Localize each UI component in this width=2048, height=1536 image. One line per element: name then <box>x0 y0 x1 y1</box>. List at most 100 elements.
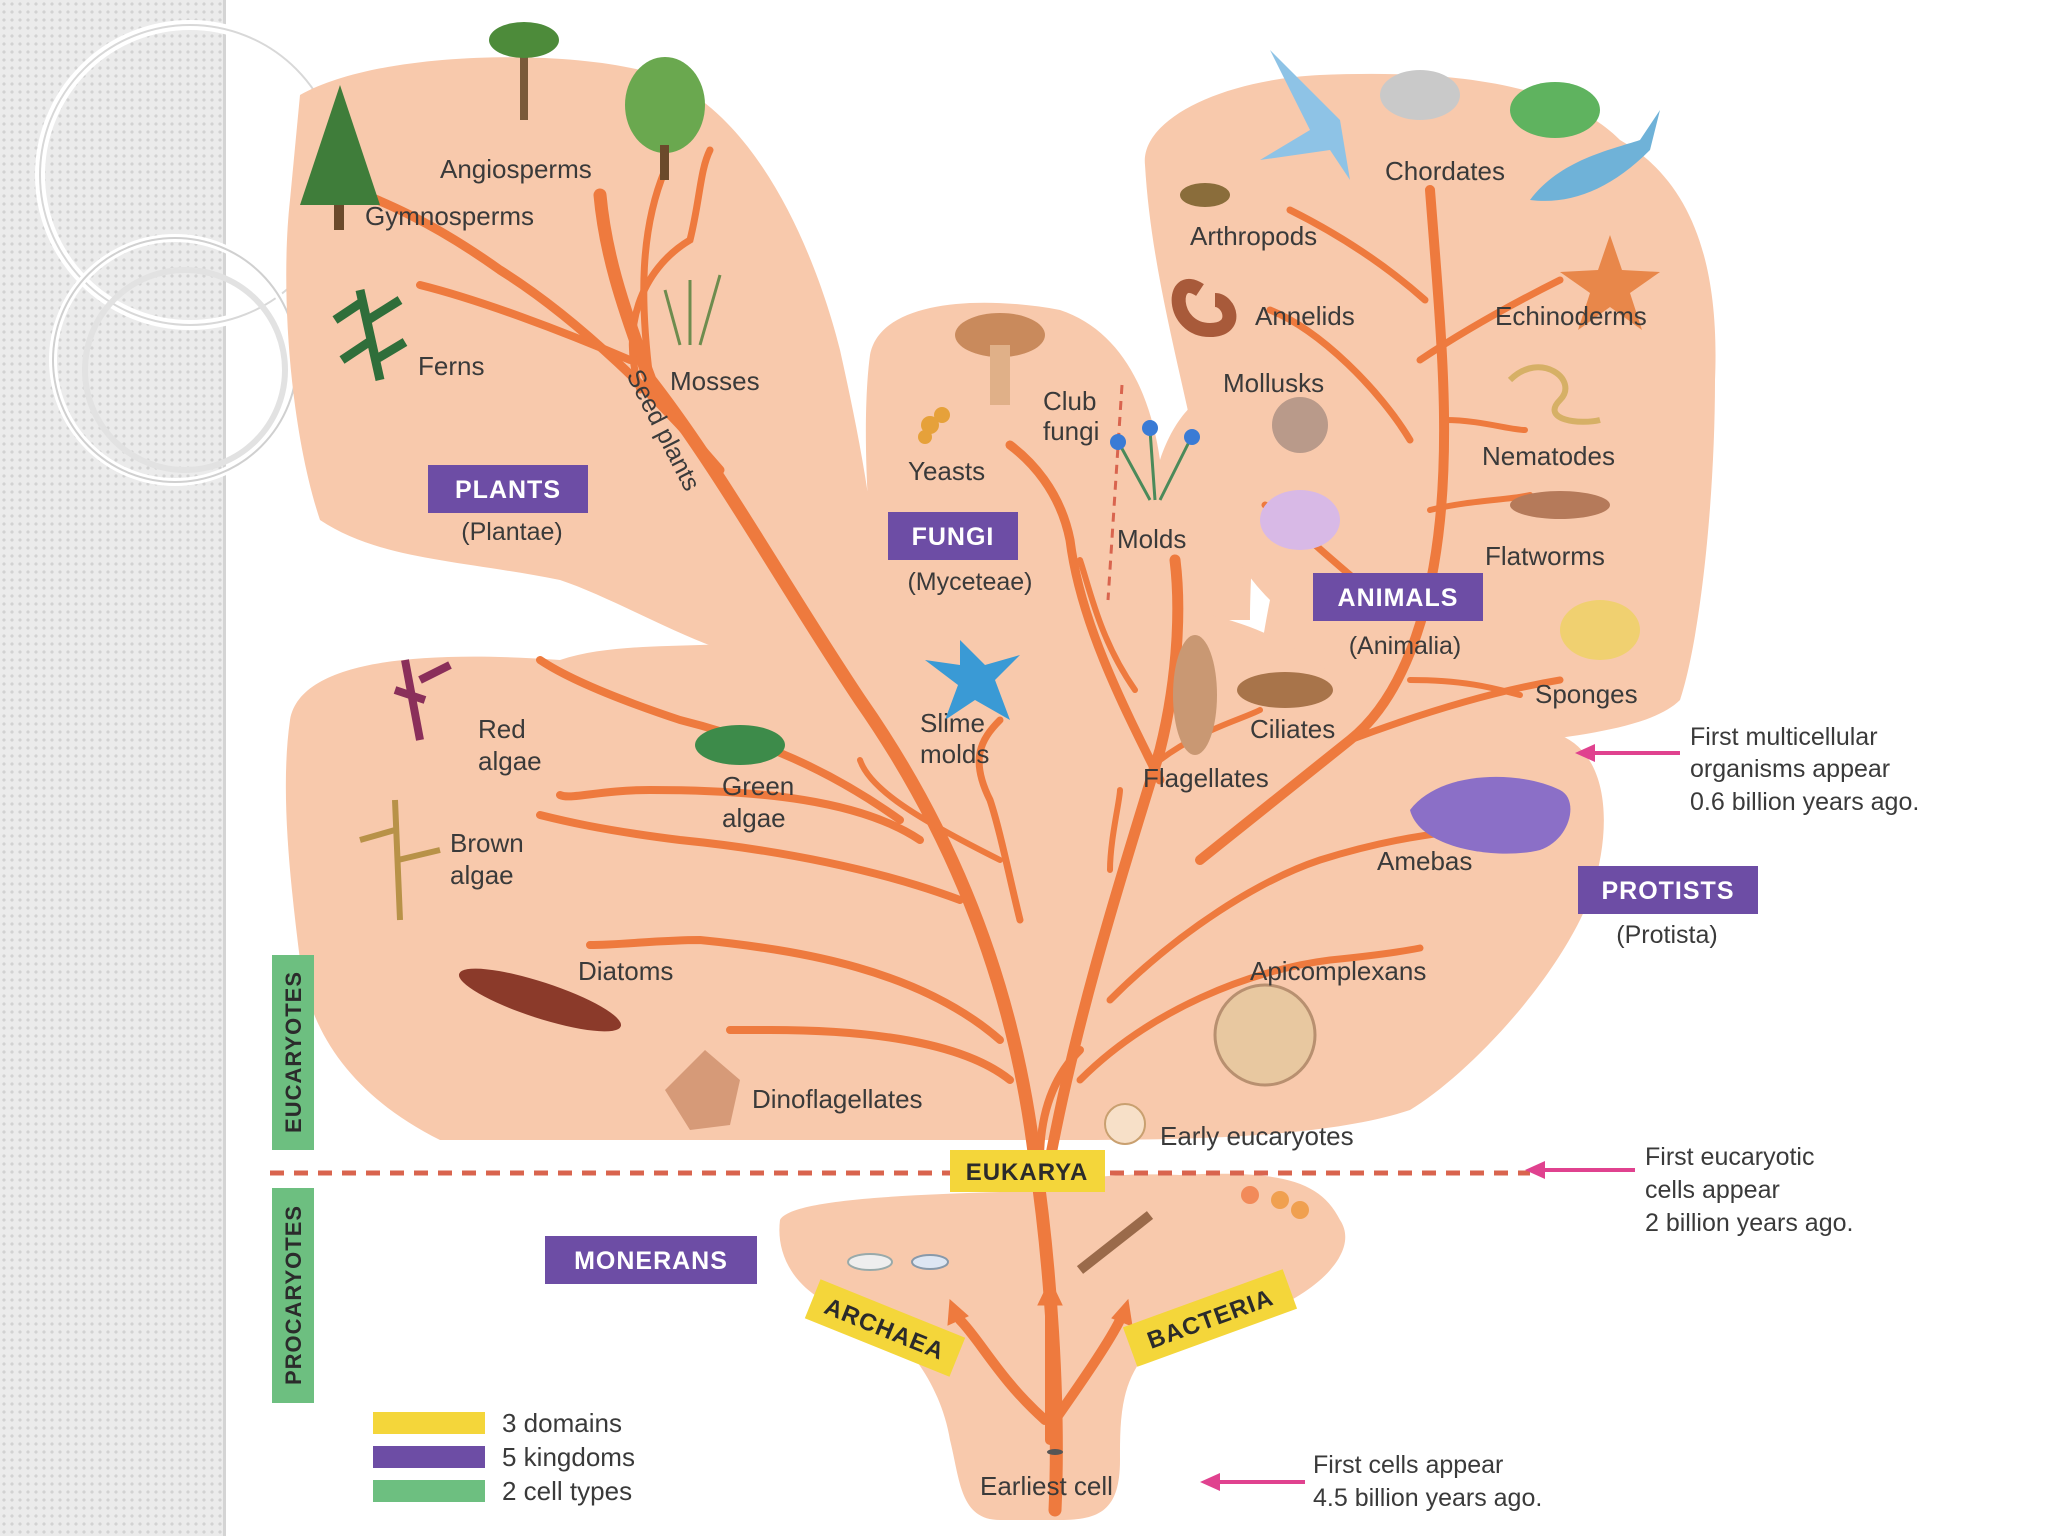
palm-tree-icon <box>489 22 559 120</box>
legend-domains-label: 3 domains <box>502 1408 622 1438</box>
gymnosperm-tree-icon <box>300 85 380 230</box>
plants-kingdom-latin: (Plantae) <box>461 518 562 546</box>
flatworm-icon <box>1510 491 1610 519</box>
eucaryotes-bar <box>272 955 314 1150</box>
green-algae-label-line1: Green <box>722 771 794 801</box>
eucaryotic-note-line2: cells appear <box>1645 1176 1780 1204</box>
ameba-icon <box>1410 776 1571 854</box>
animals-kingdom-box <box>1313 573 1483 621</box>
fungi-kingdom-name: FUNGI <box>912 523 995 551</box>
snail-icon <box>1272 397 1328 453</box>
nematode-icon <box>1507 364 1601 425</box>
eukarya-domain-box <box>950 1150 1105 1192</box>
diatom-icon <box>458 968 622 1032</box>
bird-icon <box>1260 50 1350 180</box>
kingdom-badges: PLANTS (Plantae) FUNGI (Myceteae) ANIMAL… <box>428 465 1758 1284</box>
angiosperm-tree-icon <box>625 57 705 180</box>
sponge-icon <box>1560 600 1640 660</box>
animals-kingdom-name: ANIMALS <box>1338 584 1459 612</box>
fungi-kingdom-latin: (Myceteae) <box>907 568 1032 596</box>
frog-icon <box>1510 82 1600 138</box>
protists-kingdom-latin: (Protista) <box>1616 921 1717 949</box>
legend: 3 domains 5 kingdoms 2 cell types <box>373 1408 635 1506</box>
dinoflagellates-label: Dinoflagellates <box>752 1084 923 1114</box>
mouse-icon <box>1380 70 1460 120</box>
monerans-kingdom-box <box>545 1236 757 1284</box>
archaea-cells-icon <box>847 1253 949 1271</box>
timeline-notes: First multicellular organisms appear 0.6… <box>1200 723 1919 1512</box>
multicellular-arrow-head <box>1575 744 1595 762</box>
animals-kingdom-latin: (Animalia) <box>1349 632 1462 660</box>
angiosperms-label: Angiosperms <box>440 154 592 184</box>
ferns-label: Ferns <box>418 351 484 381</box>
chordates-label: Chordates <box>1385 156 1505 186</box>
eucaryotic-note-line1: First eucaryotic <box>1645 1143 1814 1171</box>
bacteria-domain-box <box>1122 1269 1298 1367</box>
eucaryotic-arrow-head <box>1525 1161 1545 1179</box>
flagellates-label: Flagellates <box>1143 763 1269 793</box>
yeast-icon <box>918 407 950 444</box>
plants-kingdom-name: PLANTS <box>455 476 561 504</box>
earliest-cell-icon <box>1047 1449 1063 1455</box>
early-eucaryotes-label: Early eucaryotes <box>1160 1121 1354 1151</box>
fungi-kingdom-box <box>888 512 1018 560</box>
multicellular-note-line1: First multicellular <box>1690 723 1878 751</box>
multicellular-note-line2: organisms appear <box>1690 755 1890 783</box>
ciliate-icon <box>1237 672 1333 708</box>
amebas-label: Amebas <box>1377 846 1472 876</box>
slime-molds-label-line1: Slime <box>920 708 985 738</box>
club-fungi-label-line2: fungi <box>1043 416 1099 446</box>
annelids-label: Annelids <box>1255 301 1355 331</box>
eucaryotic-note-line3: 2 billion years ago. <box>1645 1209 1853 1237</box>
fern-icon <box>332 289 408 381</box>
fungi-divider-line <box>1106 384 1124 601</box>
ant-icon <box>1180 183 1230 207</box>
dinoflagellate-icon <box>665 1050 740 1130</box>
apicomplexans-label: Apicomplexans <box>1250 956 1426 986</box>
procaryotes-label: PROCARYOTES <box>281 1205 306 1385</box>
diatoms-label: Diatoms <box>578 956 673 986</box>
mollusks-label: Mollusks <box>1223 368 1324 398</box>
mosses-label: Mosses <box>670 366 760 396</box>
eukarya-domain-name: EUKARYA <box>966 1159 1089 1186</box>
fish-icon <box>1530 110 1660 201</box>
flagellate-icon <box>1173 635 1217 755</box>
archaea-domain-box <box>804 1279 966 1377</box>
multicellular-note-line3: 0.6 billion years ago. <box>1690 788 1919 816</box>
gymnosperms-label: Gymnosperms <box>365 201 534 231</box>
flatworms-label: Flatworms <box>1485 541 1605 571</box>
legend-kingdoms-swatch <box>373 1446 485 1468</box>
green-algae-icon <box>695 725 785 765</box>
first-cells-arrow-head <box>1200 1473 1220 1491</box>
procaryotes-bar <box>272 1188 314 1403</box>
nematodes-label: Nematodes <box>1482 441 1615 471</box>
organism-illustrations <box>300 22 1660 1455</box>
first-cells-note-line2: 4.5 billion years ago. <box>1313 1484 1542 1512</box>
arthropods-label: Arthropods <box>1190 221 1317 251</box>
eucaryotes-label: EUCARYOTES <box>281 971 306 1133</box>
plants-kingdom-box <box>428 465 588 513</box>
brown-algae-icon <box>359 799 441 921</box>
legend-kingdoms-label: 5 kingdoms <box>502 1442 635 1472</box>
earliest-cell-label: Earliest cell <box>980 1471 1113 1501</box>
mushroom-icon <box>955 313 1045 405</box>
slime-molds-label-line2: molds <box>920 739 989 769</box>
first-cells-note-line1: First cells appear <box>1313 1451 1503 1479</box>
red-algae-icon <box>393 659 452 741</box>
domain-arrows <box>947 1278 1133 1445</box>
jellyfish-icon <box>1260 490 1340 550</box>
molds-label: Molds <box>1117 524 1186 554</box>
monerans-kingdom-name: MONERANS <box>574 1247 728 1275</box>
red-algae-label-line1: Red <box>478 714 526 744</box>
cell-type-bars: EUCARYOTES PROCARYOTES <box>272 955 314 1403</box>
bacteria-cells-icon <box>1076 1186 1309 1274</box>
legend-cell-types-label: 2 cell types <box>502 1476 632 1506</box>
red-algae-label-line2: algae <box>478 746 542 776</box>
green-algae-label-line2: algae <box>722 803 786 833</box>
kingdom-regions <box>285 57 1716 1520</box>
brown-algae-label-line1: Brown <box>450 828 524 858</box>
early-eucaryote-icon <box>1104 1103 1146 1145</box>
brown-algae-label-line2: algae <box>450 860 514 890</box>
